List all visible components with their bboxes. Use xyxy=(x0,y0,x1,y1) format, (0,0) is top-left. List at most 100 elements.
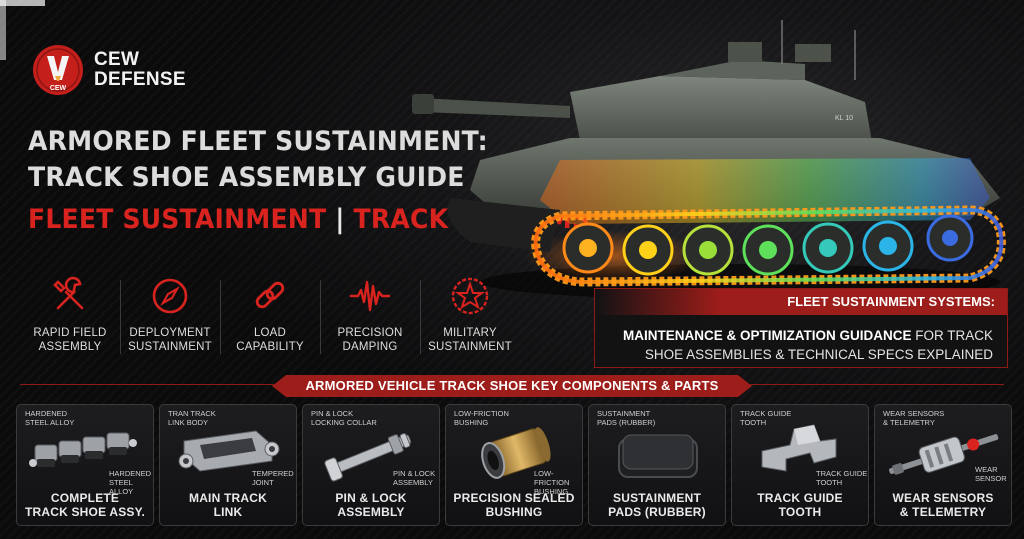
feature-label-line2: ASSEMBLY xyxy=(38,341,102,353)
star-gear-icon xyxy=(451,277,489,315)
caption-line2: TRACK SHOE ASSY. xyxy=(24,505,146,519)
road-wheels xyxy=(562,214,974,276)
component-card-wear-sensors[interactable]: WEAR SENSORS & TELEMETRY WEAR SENSOR WEA… xyxy=(874,404,1012,526)
component-annotation-top: PIN & LOCK LOCKING COLLAR xyxy=(311,409,377,427)
ann-text: WEAR SENSOR xyxy=(975,465,1007,483)
guide-tooth-icon xyxy=(761,424,837,472)
component-annotation-bottom: TEMPERED JOINT xyxy=(252,469,294,487)
caption-line1: MAIN TRACK xyxy=(189,491,267,505)
tank-hull-marking: KL 10 xyxy=(835,115,853,122)
component-annotation-bottom: TRACK GUIDE TOOTH xyxy=(816,469,867,487)
subtitle-left: FLEET SUSTAINMENT xyxy=(28,204,327,235)
track-link-icon xyxy=(178,430,280,472)
component-card-track-guide-tooth[interactable]: TRACK GUIDE TOOTH TRACK GUIDE TOOTH TRAC… xyxy=(731,404,869,526)
feature-label: DEPLOYMENT SUSTAINMENT xyxy=(120,326,220,354)
brand-name: CEW DEFENSE xyxy=(94,50,186,90)
pin-bolt-icon xyxy=(324,433,412,482)
chain-link-icon xyxy=(255,281,285,309)
component-card-pin-lock-assembly[interactable]: PIN & LOCK LOCKING COLLAR PIN & LOCK ASS… xyxy=(302,404,440,526)
panel-body-rest: FOR TRACK xyxy=(911,328,993,343)
track-shoe-assembly-icon xyxy=(29,432,137,467)
ann-text: TRACK GUIDE TOOTH xyxy=(740,409,792,427)
component-card-sealed-bushing[interactable]: LOW-FRICTION BUSHING LOW-FRICTION BUSHIN… xyxy=(445,404,583,526)
panel-body: MAINTENANCE & OPTIMIZATION GUIDANCE FOR … xyxy=(623,326,993,364)
corner-accent xyxy=(0,0,150,6)
ann-text: TRAN TRACK LINK BODY xyxy=(168,409,216,427)
feature-label-line1: MILITARY xyxy=(443,327,497,339)
ann-text: TRACK GUIDE TOOTH xyxy=(816,469,868,487)
sustainment-info-panel: FLEET SUSTAINMENT SYSTEMS: MAINTENANCE &… xyxy=(594,288,1008,368)
feature-label-line1: RAPID FIELD xyxy=(33,327,107,339)
waveform-icon xyxy=(350,280,390,312)
component-annotation-bottom: PIN & LOCK ASSEMBLY xyxy=(393,469,435,487)
caption-line2: TOOTH xyxy=(778,505,822,519)
components-banner: ARMORED VEHICLE TRACK SHOE KEY COMPONENT… xyxy=(272,375,752,397)
caption-line1: WEAR SENSORS xyxy=(892,491,994,505)
caption-line2: BUSHING xyxy=(485,505,543,519)
caption-line2: LINK xyxy=(213,505,243,519)
ann-text: TEMPERED JOINT xyxy=(252,469,294,487)
feature-military-sustainment: MILITARY SUSTAINMENT xyxy=(420,268,520,364)
tank-illustration: KL 10 xyxy=(412,20,1006,300)
feature-load-capability: LOAD CAPABILITY xyxy=(220,268,320,364)
feature-deployment-sustainment: DEPLOYMENT SUSTAINMENT xyxy=(120,268,220,364)
feature-list: RAPID FIELD ASSEMBLY DEPLOYMENT SUSTAINM… xyxy=(20,268,520,364)
feature-rapid-field-assembly: RAPID FIELD ASSEMBLY xyxy=(20,268,120,364)
cew-shield-icon: CEW xyxy=(33,45,83,95)
title-line2: TRACK SHOE ASSEMBLY GUIDE xyxy=(28,162,465,193)
component-annotation-top: TRACK GUIDE TOOTH xyxy=(740,409,791,427)
component-annotation-top: HARDENED STEEL ALLOY xyxy=(25,409,74,427)
panel-body-line1: MAINTENANCE & OPTIMIZATION GUIDANCE FOR … xyxy=(623,326,993,345)
component-card-main-track-link[interactable]: TRAN TRACK LINK BODY TEMPERED JOINT MAIN… xyxy=(159,404,297,526)
component-annotation-top: WEAR SENSORS & TELEMETRY xyxy=(883,409,944,427)
brand-logo[interactable]: CEW CEW DEFENSE xyxy=(32,44,186,96)
feature-label-line2: SUSTAINMENT xyxy=(428,341,512,353)
feature-label-line1: LOAD xyxy=(253,327,287,339)
feature-label: RAPID FIELD ASSEMBLY xyxy=(20,326,120,354)
caption-line2: & TELEMETRY xyxy=(899,505,987,519)
caption-line1: PIN & LOCK xyxy=(335,491,407,505)
logo-mark-text: CEW xyxy=(50,85,67,92)
caption-line2: ASSEMBLY xyxy=(337,505,405,519)
ann-text: LOW-FRICTION BUSHING xyxy=(534,469,570,496)
feature-label-line1: PRECISION xyxy=(337,327,403,339)
bushing-icon xyxy=(481,427,551,479)
caption-line2: PADS (RUBBER) xyxy=(608,505,706,519)
caption-line1: COMPLETE xyxy=(50,491,120,505)
feature-label: LOAD CAPABILITY xyxy=(220,326,320,354)
ann-text: PIN & LOCK LOCKING COLLAR xyxy=(311,409,377,427)
caption-line1: TRACK GUIDE xyxy=(757,491,843,505)
ann-text: PIN & LOCK ASSEMBLY xyxy=(393,469,436,487)
corner-accent-vertical xyxy=(0,0,6,60)
feature-precision-damping: PRECISION DAMPING xyxy=(320,268,420,364)
brand-name-line2: DEFENSE xyxy=(94,69,186,90)
feature-label-line2: CAPABILITY xyxy=(236,341,304,353)
component-annotation-bottom: WEAR SENSOR xyxy=(975,465,1007,483)
component-cards: HARDENED STEEL ALLOY HARDENED STEEL ALLO… xyxy=(16,404,1012,528)
component-card-track-shoe-assembly[interactable]: HARDENED STEEL ALLOY HARDENED STEEL ALLO… xyxy=(16,404,154,526)
ann-text: HARDENED STEEL ALLOY xyxy=(109,469,152,496)
component-annotation-top: LOW-FRICTION BUSHING xyxy=(454,409,509,427)
caption-line1: PRECISION SEALED xyxy=(453,491,575,505)
ann-text: HARDENED STEEL ALLOY xyxy=(25,409,75,427)
caption-line1: SUSTAINMENT xyxy=(613,491,701,505)
panel-body-bold: MAINTENANCE & OPTIMIZATION GUIDANCE xyxy=(622,328,912,343)
feature-label: PRECISION DAMPING xyxy=(320,326,420,354)
brand-name-line1: CEW xyxy=(94,49,140,70)
panel-heading: FLEET SUSTAINMENT SYSTEMS: xyxy=(765,289,1007,315)
feature-label-line2: SUSTAINMENT xyxy=(128,341,212,353)
ann-text: WEAR SENSORS & TELEMETRY xyxy=(883,409,945,427)
component-annotation-top: SUSTAINMENT PADS (RUBBER) xyxy=(597,409,655,427)
ann-text: LOW-FRICTION BUSHING xyxy=(454,409,509,427)
panel-body-line2: SHOE ASSEMBLIES & TECHNICAL SPECS EXPLAI… xyxy=(644,347,993,362)
component-annotation-bottom: LOW-FRICTION BUSHING xyxy=(534,469,582,496)
subtitle-separator: | xyxy=(335,204,345,235)
